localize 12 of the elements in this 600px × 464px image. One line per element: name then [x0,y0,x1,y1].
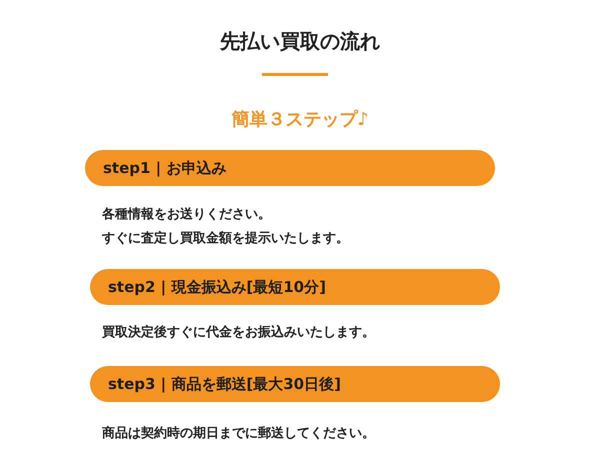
page-title: 先払い買取の流れ [220,28,380,55]
step-description: 買取決定後すぐに代金をお振込みいたします。 [102,324,375,341]
step-description: 各種情報をお送りください。 [102,206,271,223]
step-description: 商品は契約時の期日までに郵送してください。 [102,424,375,442]
step-bar [90,269,500,305]
step-heading: step3 | 商品を郵送[最大30日後] [108,374,341,394]
step-bar [90,366,500,402]
subtitle: 簡単３ステップ♪ [231,108,369,131]
step-description: すぐに査定し買取金額を提示いたします。 [102,230,349,247]
step-heading: step1 | お申込み [103,158,226,178]
step-bar [85,150,495,186]
step-heading: step2 | 現金振込み[最短10分] [108,278,326,296]
